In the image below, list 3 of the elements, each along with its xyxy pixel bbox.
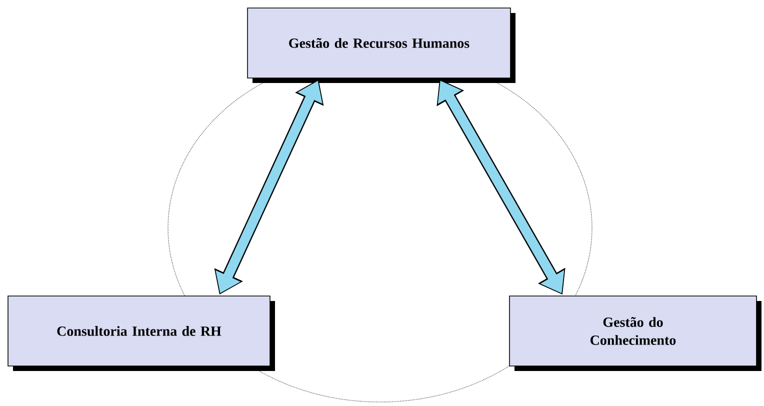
- text-box: Gestão de Recursos Humanos: [247, 8, 516, 83]
- text-box: Gestão do Conhecimento: [509, 296, 762, 371]
- text-box: Consultoria Interna de RH: [8, 296, 275, 371]
